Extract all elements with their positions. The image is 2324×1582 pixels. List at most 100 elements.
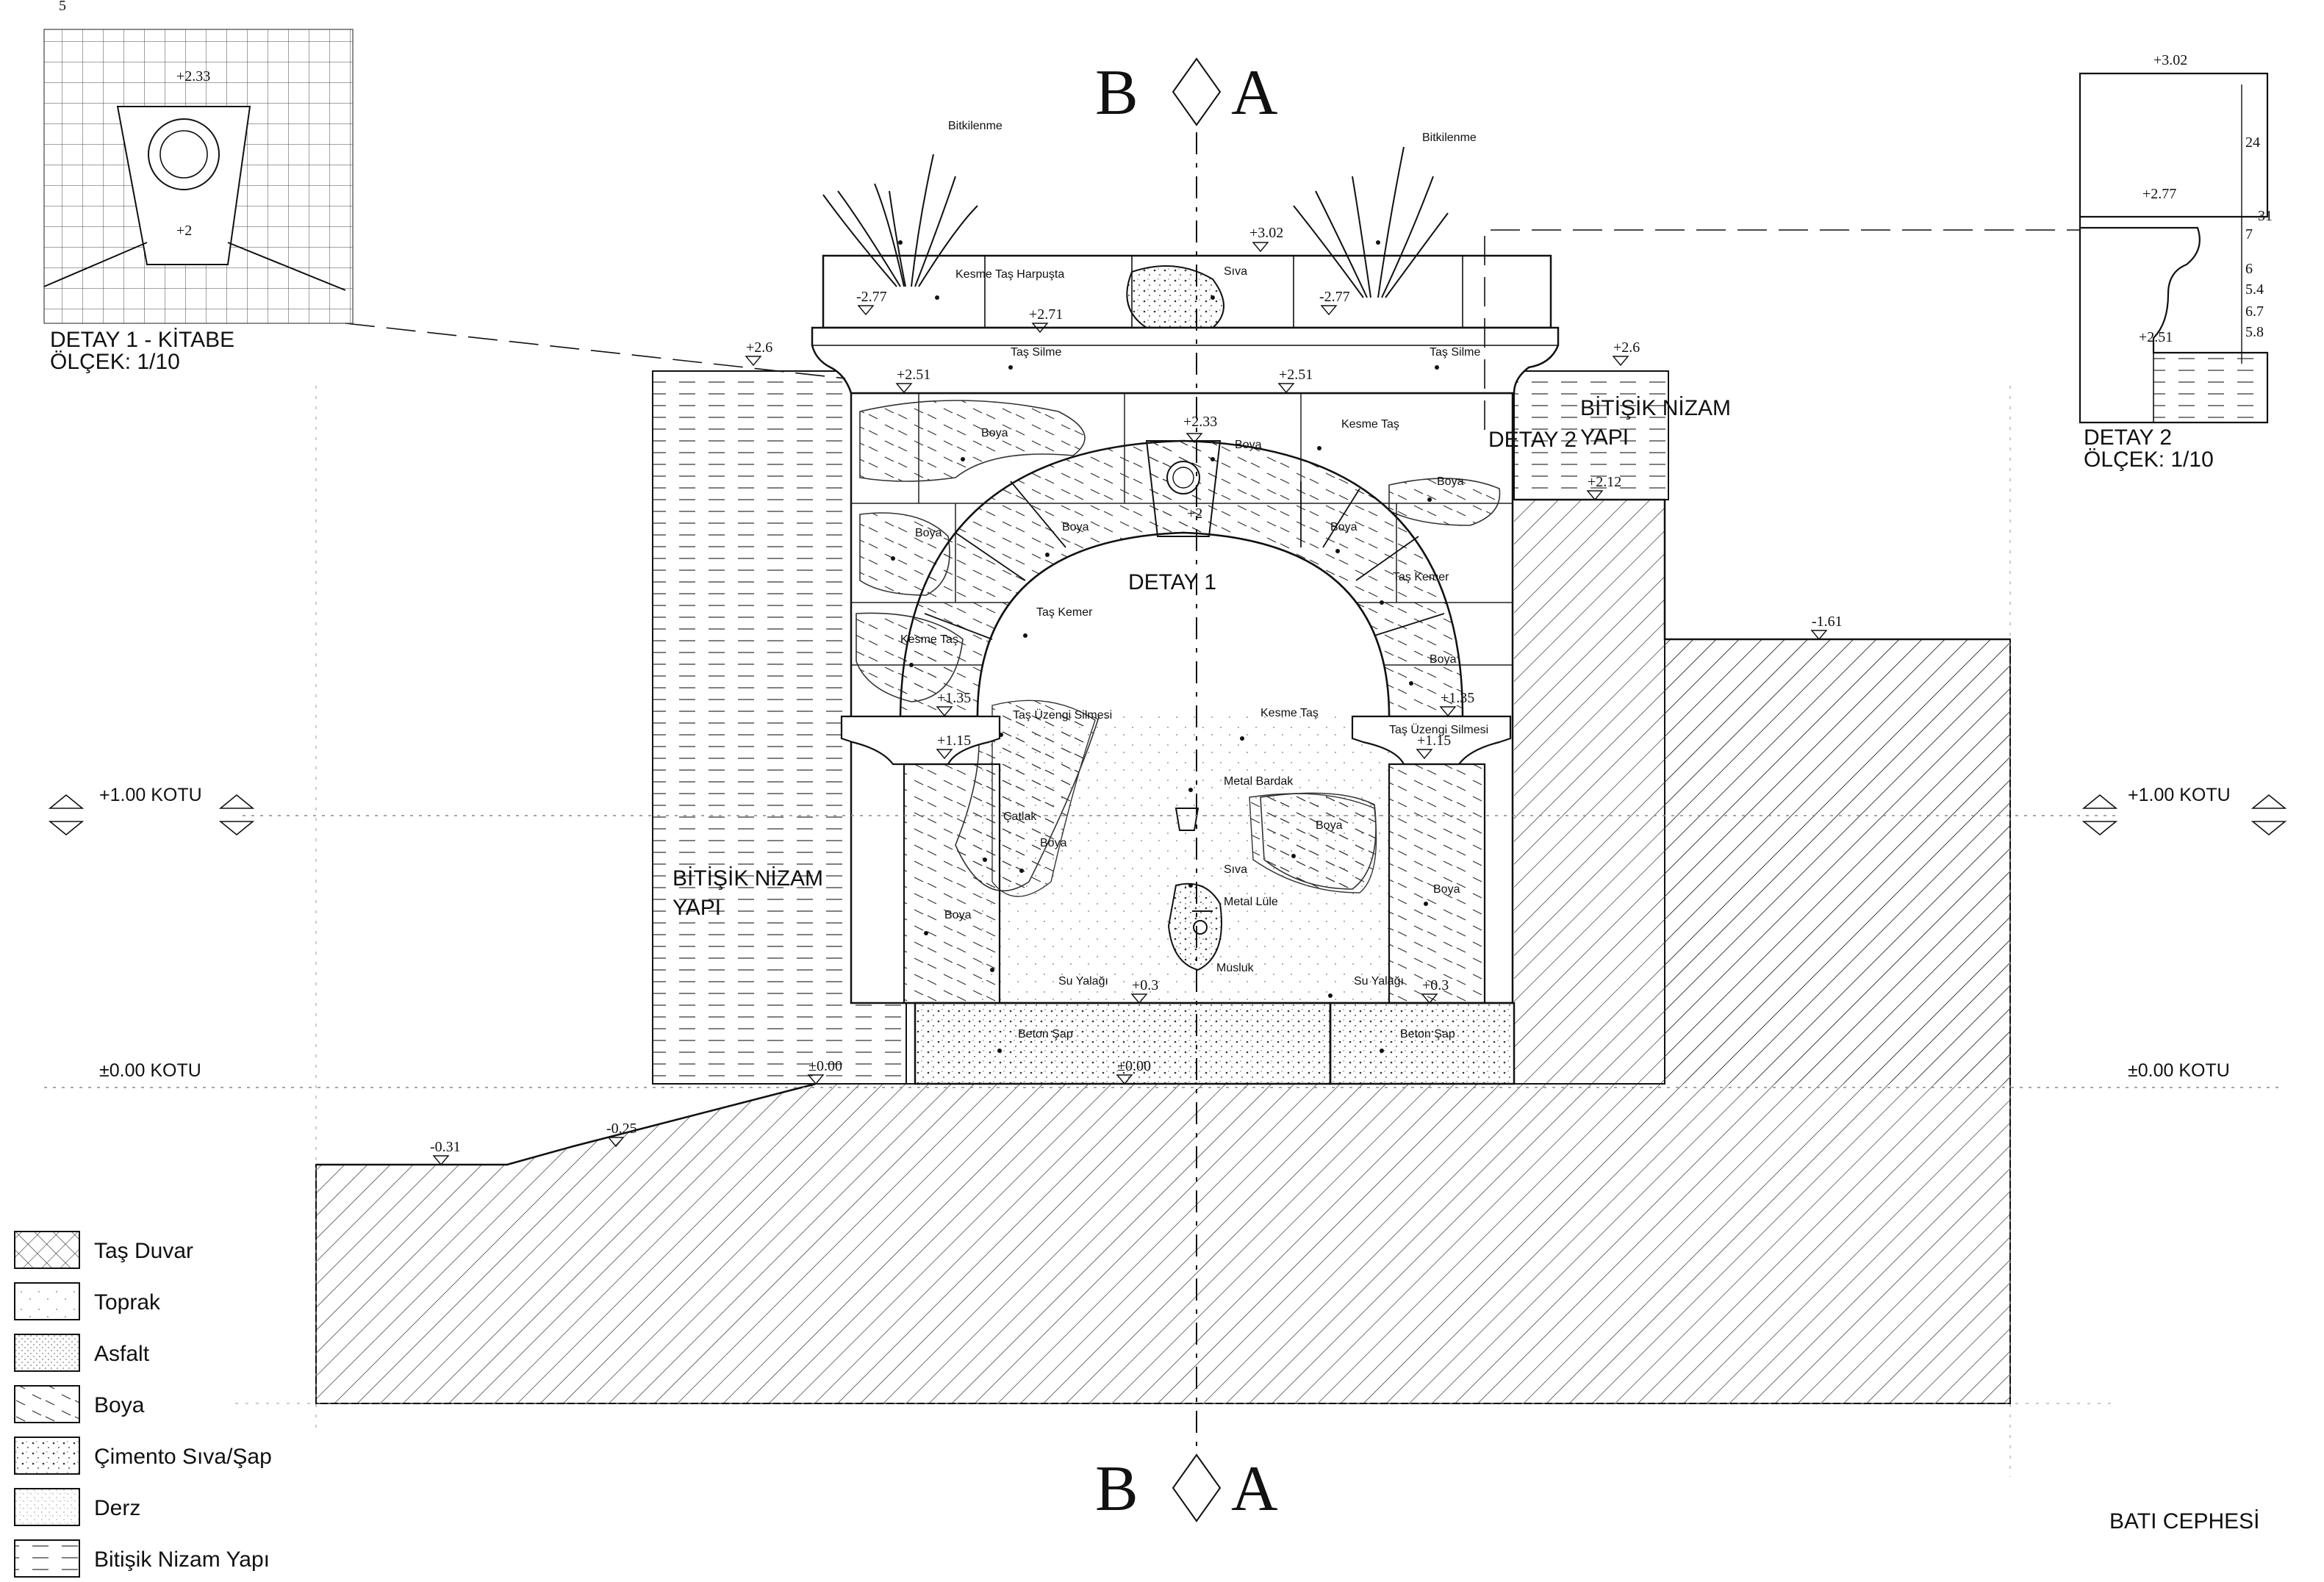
label-boya-cr: Boya (1316, 819, 1343, 832)
detail2-dim-2: 31 (2258, 208, 2273, 224)
neighbor-right (1513, 370, 1669, 500)
label-silme-right: Taş Silme (1430, 346, 1480, 359)
legend-swatch-cimento (14, 1437, 80, 1475)
level-uzengi-bottom-left: +1.15 (937, 733, 971, 749)
detail2-dim-5: 5.4 (2245, 281, 2264, 298)
legend-label-derz: Derz (94, 1496, 140, 1520)
level-tags (432, 242, 1828, 1166)
detail1-dim: 5 (59, 0, 66, 14)
detail1-level-top: +2.33 (176, 68, 210, 85)
label-boya-lp2: Boya (944, 909, 972, 921)
detail1: +2.33 +2 5 DETAY 1 - KİTABE ÖLÇEK: 1/10 (43, 0, 354, 374)
legend-swatch-toprak (14, 1282, 80, 1320)
sheet-title: BATI CEPHESİ (2109, 1509, 2260, 1534)
detail2: +3.02 +2.77 +2.51 24 31 7 6 5.4 6.7 5.8 … (2079, 52, 2273, 472)
beton-sap-right (1329, 1002, 1516, 1085)
label-silme-left: Taş Silme (1011, 346, 1061, 359)
kotu-markers (48, 794, 2287, 836)
kitabe-inner (1172, 467, 1194, 489)
label-boya-arch-r: Boya (1330, 521, 1358, 533)
legend-swatch-tas-duvar (14, 1231, 80, 1269)
label-boya-tr: Boya (1437, 475, 1464, 488)
pier-right (1388, 763, 1486, 1004)
label-boya-kitabe: Boya (1235, 439, 1262, 451)
detail1-scale: ÖLÇEK: 1/10 (50, 350, 180, 374)
level-ground-left: ±0.00 (808, 1058, 842, 1074)
level-neighbor-right: +2.12 (1588, 474, 1621, 490)
label-bitkilenme-right: Bitkilenme (1422, 132, 1477, 144)
niche-paint-right (1249, 793, 1377, 894)
detail2-dim-7: 5.8 (2245, 324, 2264, 340)
plant-left (822, 154, 978, 287)
detail2-title: DETAY 2 (2084, 425, 2172, 450)
legend-item-toprak: Toprak (14, 1282, 161, 1320)
detail1-title: DETAY 1 - KİTABE (50, 328, 234, 352)
label-kesme-tas-c: Kesme Taş (1260, 707, 1319, 719)
legend-swatch-derz (14, 1488, 80, 1526)
label-harpusta: Kesme Taş Harpuşta (955, 268, 1064, 281)
legend-swatch-bitisik (14, 1539, 80, 1578)
section-diamond-top (1172, 57, 1222, 126)
detail2-profile (2079, 72, 2269, 424)
pier-left (903, 763, 1001, 1004)
arch-joints (924, 481, 1445, 640)
section-mark-bottom: B A (1095, 1453, 1278, 1525)
legend-label-bitisik: Bitişik Nizam Yapı (94, 1547, 270, 1572)
legend-label-toprak: Toprak (94, 1290, 161, 1315)
label-tas-kemer-l: Taş Kemer (1036, 606, 1093, 619)
detail2-level-1: +3.02 (2153, 52, 2187, 68)
legend-item-boya: Boya (14, 1385, 145, 1423)
section-letter-b-top: B (1095, 57, 1138, 129)
section-letter-a-bottom: A (1231, 1453, 1278, 1525)
level-harpusta-right: -2.77 (1319, 289, 1350, 305)
level-base-left: +2.51 (897, 367, 930, 383)
label-beton-sap-r: Beton Şap (1400, 1028, 1455, 1040)
detail2-dim-6: 6.7 (2245, 303, 2264, 320)
label-boya-l: Boya (915, 527, 942, 539)
kitabe-medallion (1166, 461, 1200, 495)
label-detay2-ref: DETAY 2 (1488, 428, 1577, 452)
level-ground-slope: -0.25 (606, 1121, 637, 1137)
kotu-zero-left: ±0.00 KOTU (99, 1060, 201, 1081)
detail2-leader (1484, 229, 2102, 430)
level-ground-far: -0.31 (430, 1139, 461, 1155)
level-silme: +2.71 (1029, 306, 1063, 323)
detail1-medallion-inner (159, 130, 208, 179)
detail1-arch-right (227, 242, 346, 291)
detail2-level-2: +2.77 (2142, 186, 2176, 202)
level-top: +3.02 (1249, 225, 1283, 241)
level-ground-mid: ±0.00 (1117, 1058, 1151, 1074)
label-siva-top: Sıva (1224, 265, 1247, 278)
label-detay1-ref: DETAY 1 (1128, 570, 1216, 594)
level-uzengi-bottom-right: +1.15 (1417, 733, 1451, 749)
legend-label-tas-duvar: Taş Duvar (94, 1239, 193, 1263)
level-basin-left: +0.3 (1132, 977, 1158, 993)
label-metal-bardak: Metal Bardak (1224, 775, 1294, 788)
level-basin-right: +0.3 (1422, 977, 1449, 993)
detail1-arch-left (43, 242, 148, 287)
kotu-zero-right: ±0.00 KOTU (2128, 1060, 2230, 1081)
detail2-dim-4: 6 (2245, 261, 2253, 277)
musluk (1193, 920, 1208, 935)
level-ground-right: -1.61 (1812, 614, 1843, 630)
legend-swatch-boya (14, 1385, 80, 1423)
label-metal-lule: Metal Lüle (1224, 896, 1278, 908)
section-diamond-bottom (1172, 1453, 1222, 1522)
level-base-right: +2.51 (1279, 367, 1313, 383)
section-letter-b-bottom: B (1095, 1453, 1138, 1525)
cornice-silme (811, 326, 1560, 395)
label-su-yalagi-r: Su Yalağı (1354, 975, 1404, 988)
kotu-plus100-right: +1.00 KOTU (2128, 785, 2231, 805)
detail1-level-bottom: +2 (176, 223, 192, 239)
detail2-scale: ÖLÇEK: 1/10 (2084, 447, 2214, 472)
legend-label-cimento: Çimento Sıva/Şap (94, 1445, 272, 1469)
right-hill-hatch (1514, 500, 2010, 1084)
detail1-medallion (148, 118, 220, 190)
legend-item-derz: Derz (14, 1488, 140, 1526)
label-catlak: Çatlak (1003, 810, 1037, 823)
detail2-dim-1: 24 (2245, 134, 2260, 151)
neighbor-right-line1: BİTİŞİK NİZAM (1580, 396, 1731, 420)
neighbor-left-line2: YAPI (673, 896, 721, 920)
level-kitabe-top: +2.33 (1183, 414, 1217, 430)
